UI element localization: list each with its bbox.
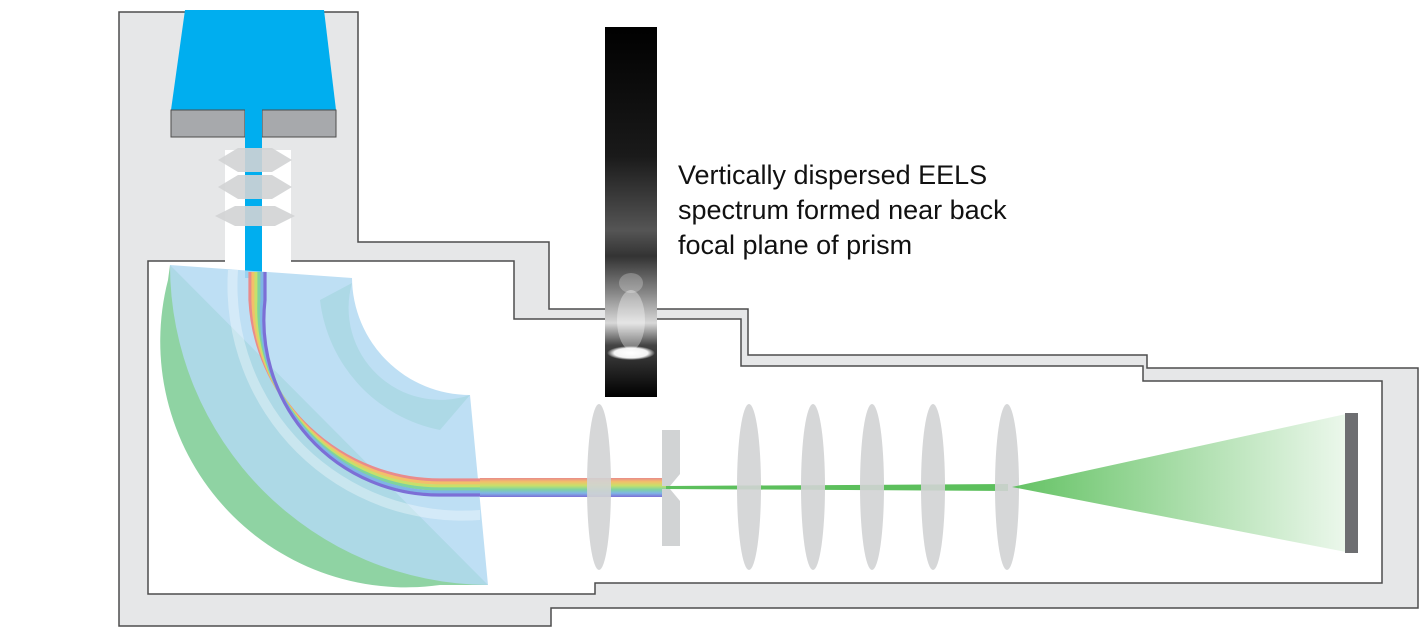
dispersed-beam-violet (262, 272, 482, 497)
energy-slit-upper (662, 430, 680, 486)
spectrum-plasmon-band (619, 273, 643, 293)
condenser-lens-2 (218, 175, 292, 199)
condenser-lens-1 (218, 148, 292, 172)
caption-line-2: spectrum formed near back (678, 195, 1007, 225)
zero-loss-peak (607, 346, 655, 360)
condenser-lens-3 (215, 206, 295, 226)
electron-gun (171, 10, 336, 110)
spectrum-caption: Vertically dispersed EELS spectrum forme… (678, 158, 1058, 263)
imaging-lens-1 (737, 404, 761, 570)
caption-line-3: focal plane of prism (678, 230, 913, 260)
beam-cone (1012, 414, 1346, 552)
projector-lens-1 (587, 404, 611, 570)
energy-slit-lower (662, 489, 680, 546)
imaging-lens-2 (801, 404, 825, 570)
gun-aperture-right (261, 109, 337, 138)
prism-sector-field (170, 265, 488, 585)
imaging-lens-4 (921, 404, 945, 570)
spectrum-glow (617, 290, 645, 350)
eels-spectrum-strip (605, 27, 657, 397)
imaging-lens-5 (995, 404, 1019, 570)
dispersed-beam-straight (480, 478, 666, 497)
caption-line-1: Vertically dispersed EELS (678, 160, 988, 190)
imaging-lens-3 (860, 404, 884, 570)
detector (1345, 413, 1358, 553)
gun-aperture-left (170, 109, 246, 138)
